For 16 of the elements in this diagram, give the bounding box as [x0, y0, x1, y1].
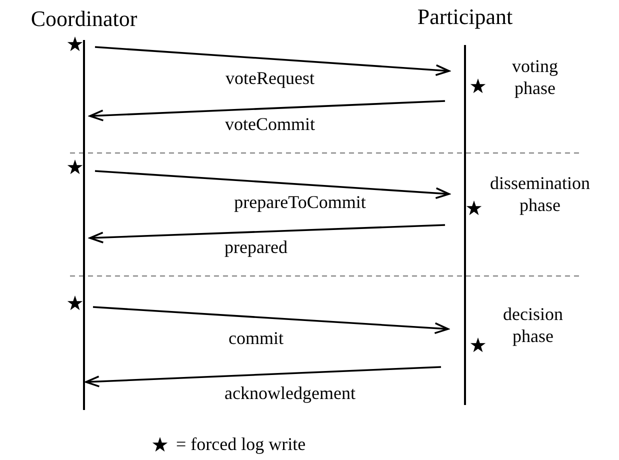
phase-label: decision phase [503, 303, 563, 347]
message-arrow [94, 170, 450, 200]
message-arrow [85, 366, 442, 388]
edge-label: commit [228, 328, 284, 348]
phase-label: dissemination phase [490, 172, 590, 216]
message-arrow [89, 100, 446, 122]
edge-label: prepareToCommit [234, 192, 366, 212]
edge-label: prepared [224, 237, 288, 257]
edge-label: voteRequest [226, 68, 314, 88]
actor-name: Coordinator [30, 5, 138, 33]
legend-text: = forced log write [176, 433, 306, 455]
edge-label: voteCommit [225, 114, 315, 134]
edge-label: acknowledgement [224, 383, 356, 403]
phase-label: voting phase [512, 55, 558, 99]
message-arrow [89, 224, 446, 244]
actor-name: Participant [417, 3, 513, 31]
